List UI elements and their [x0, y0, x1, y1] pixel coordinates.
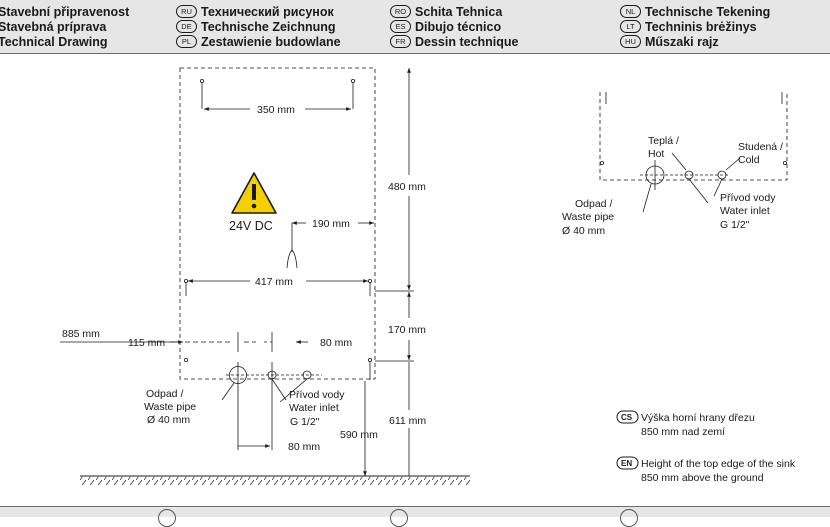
header-row: PL Zestawienie budowlane [176, 34, 341, 49]
header-row: DE Technische Zeichnung [176, 19, 341, 34]
side-inlet-line3: G 1/2" [720, 219, 750, 231]
side-waste-line3: Ø 40 mm [562, 225, 605, 237]
warning-icon [231, 172, 277, 214]
dim-115: 115 mm [128, 337, 165, 349]
note-en-line2: 850 mm above the ground [641, 472, 764, 484]
cold-label-line2: Cold [738, 154, 760, 166]
note-en-line1: Height of the top edge of the sink [641, 458, 796, 470]
dim-480: 480 mm [388, 181, 426, 193]
header-col-3: RO Schita Tehnica ES Dibujo técnico FR Dess… [390, 4, 519, 49]
language-badge: ES [390, 20, 411, 33]
header-row: HU Műszaki rajz [620, 34, 770, 49]
dim-885: 885 mm [62, 328, 100, 340]
header-title: Techninis brėžinys [645, 19, 757, 34]
dim-170: 170 mm [388, 324, 426, 336]
side-waste-line2: Waste pipe [562, 211, 614, 223]
dim-190: 190 mm [312, 218, 350, 230]
footer-circle [620, 509, 638, 527]
header-title: Schita Tehnica [415, 4, 503, 19]
header-title: Технический рисунок [201, 4, 334, 19]
note-cs-badge: CS [621, 413, 633, 422]
technical-drawing: 350 mm 480 mm 24V DC 190 mm 417 mm 885 m… [60, 67, 796, 485]
header-title: Dibujo técnico [415, 19, 502, 34]
sink-outline-dashed [179, 67, 376, 380]
floor-hatch [80, 477, 470, 485]
hot-label-line1: Teplá / [648, 135, 679, 147]
language-badge: PL [176, 35, 197, 48]
header-title-cs: Stavební připravenost [0, 4, 130, 19]
header-title: Technische Zeichnung [201, 19, 336, 34]
header-title: Technische Tekening [645, 4, 771, 19]
header-row: ES Dibujo técnico [390, 19, 519, 34]
dim-350: 350 mm [257, 104, 295, 116]
side-waste-line1: Odpad / [575, 198, 612, 210]
header-row: LT Techninis brėžinys [620, 19, 770, 34]
note-en-badge: EN [621, 459, 632, 468]
dim-611: 611 mm [389, 415, 426, 427]
language-badge: NL [620, 5, 641, 18]
waste-label-line2: Waste pipe [144, 401, 196, 413]
header-col-2: RU Технический рисунок DE Technische Zeich… [176, 4, 341, 49]
footer-circle [158, 509, 176, 527]
header-row: RU Технический рисунок [176, 4, 341, 19]
header-col-1: Stavební připravenost Stavebná príprava … [0, 4, 129, 49]
side-view-outline [599, 92, 788, 181]
hot-label-line2: Hot [648, 148, 664, 160]
warning-label: 24V DC [229, 219, 273, 233]
waste-label-line3: Ø 40 mm [147, 414, 190, 426]
header-title-sk: Stavebná príprava [0, 19, 107, 34]
side-inlet-line2: Water inlet [720, 205, 770, 217]
header-title: Műszaki rajz [645, 34, 719, 49]
language-badge: FR [390, 35, 411, 48]
dim-80-top: 80 mm [320, 337, 352, 349]
dim-417: 417 mm [255, 276, 293, 288]
language-badge: DE [176, 20, 197, 33]
note-cs: CS Výška horní hrany dřezu 850 mm nad ze… [616, 410, 755, 438]
header-title: Zestawienie budowlane [201, 34, 341, 49]
note-cs-line1: Výška horní hrany dřezu [641, 412, 755, 424]
inlet-label-line1: Přívod vody [289, 389, 345, 401]
note-en: EN Height of the top edge of the sink 85… [616, 456, 796, 484]
header-row: RO Schita Tehnica [390, 4, 519, 19]
dim-590: 590 mm [340, 429, 378, 441]
language-badge: RU [176, 5, 197, 18]
header-bar: Stavební připravenost Stavebná príprava … [0, 0, 830, 54]
header-title: Dessin technique [415, 34, 519, 49]
cold-label-line1: Studená / [738, 141, 783, 153]
header-row: NL Technische Tekening [620, 4, 770, 19]
inlet-label-line3: G 1/2" [290, 416, 320, 428]
language-badge: HU [620, 35, 641, 48]
footer-bar [0, 506, 830, 527]
dim-80-bottom: 80 mm [288, 441, 320, 453]
header-col-4: NL Technische Tekening LT Techninis brėžin… [620, 4, 770, 49]
waste-label-line1: Odpad / [146, 388, 183, 400]
header-title-en: Technical Drawing [0, 34, 108, 49]
inlet-label-line2: Water inlet [289, 402, 339, 414]
header-row: FR Dessin technique [390, 34, 519, 49]
side-inlet-line1: Přívod vody [720, 192, 776, 204]
language-badge: RO [390, 5, 411, 18]
footer-circle [390, 509, 408, 527]
language-badge: LT [620, 20, 641, 33]
note-cs-line2: 850 mm nad zemí [641, 426, 725, 438]
